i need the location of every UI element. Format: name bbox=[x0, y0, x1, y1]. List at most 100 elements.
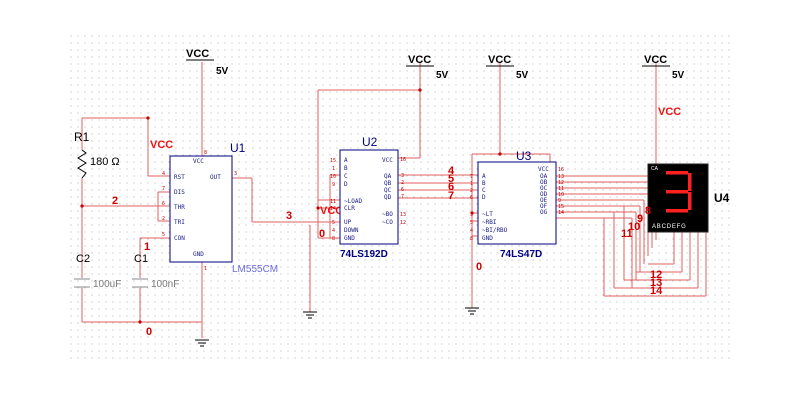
pin-label: QA bbox=[384, 173, 392, 180]
pin-number: 10 bbox=[558, 192, 564, 198]
capacitor-value: 100uF bbox=[93, 279, 121, 290]
pin-label: A bbox=[344, 157, 348, 164]
pin-label: B bbox=[482, 180, 486, 187]
ic-part-name: LM555CM bbox=[232, 264, 278, 275]
pin-label: GND bbox=[344, 235, 355, 242]
net-label-14: 14 bbox=[650, 285, 663, 297]
ic-u1-lm555[interactable]: U1 LM555CM VCC RST OUT DIS THR TRI CON G… bbox=[162, 141, 278, 275]
wires bbox=[81, 62, 707, 338]
pin-number: 4 bbox=[162, 171, 165, 177]
pin-number: 5 bbox=[332, 220, 335, 226]
pin-label: B bbox=[344, 165, 348, 172]
vcc-symbol-u2[interactable]: VCC 5V bbox=[406, 54, 449, 81]
pin-label: QB bbox=[384, 180, 392, 187]
ground-symbol[interactable] bbox=[195, 339, 209, 347]
capacitor-ref: C2 bbox=[76, 253, 90, 265]
pin-number: 1 bbox=[332, 166, 335, 172]
pin-label: QC bbox=[384, 187, 392, 194]
display-segment-pins: ABCDEFG bbox=[652, 224, 687, 230]
ground-symbol[interactable] bbox=[303, 311, 317, 319]
pin-label: VCC bbox=[193, 158, 204, 165]
vcc-tag-555: VCC bbox=[150, 139, 173, 151]
pin-label: C bbox=[482, 187, 486, 194]
vcc-label: VCC bbox=[186, 48, 209, 60]
pin-number: 4 bbox=[470, 228, 473, 234]
pin-label: RST bbox=[174, 174, 185, 181]
grid-background bbox=[66, 34, 734, 364]
pin-number: 2 bbox=[470, 188, 473, 194]
pin-number: 13 bbox=[558, 174, 564, 180]
pin-number: 3 bbox=[470, 212, 473, 218]
vcc-tag-u2: VCC bbox=[320, 205, 343, 217]
display-corner-label: CA bbox=[651, 166, 659, 172]
vcc-label: VCC bbox=[644, 54, 667, 66]
pin-label: QD bbox=[384, 194, 392, 201]
net-label-13: 13 bbox=[650, 277, 662, 289]
pin-label: ~BO bbox=[382, 211, 393, 218]
ic-u3-74ls47[interactable]: U3 74LS47D A B C D ~LT ~RBI ~BI/RBO GND … bbox=[470, 149, 564, 260]
pin-label: DIS bbox=[174, 189, 185, 196]
capacitor-c1[interactable]: C1 100nF bbox=[132, 253, 179, 290]
ic-u2-74ls192[interactable]: U2 74LS192D A B C D ~LOAD CLR UP DOWN GN… bbox=[330, 135, 406, 260]
pin-label: ~BI/RBO bbox=[482, 227, 508, 234]
ic-ref: U3 bbox=[516, 149, 532, 163]
display-digit bbox=[666, 171, 692, 213]
pin-label: OD bbox=[540, 191, 548, 198]
capacitor-c2[interactable]: C2 100uF bbox=[74, 253, 121, 290]
net-labels: 0 0 0 1 2 3 4 5 6 7 8 9 10 11 12 13 14 bbox=[112, 165, 663, 338]
pin-number: 11 bbox=[558, 186, 564, 192]
pin-label: OF bbox=[540, 203, 548, 210]
pin-number: 7 bbox=[470, 174, 473, 180]
resistor-value: 180 Ω bbox=[90, 156, 120, 168]
pin-label: CLR bbox=[344, 205, 355, 212]
pin-label: D bbox=[344, 181, 348, 188]
ic-part-name: 74LS47D bbox=[500, 249, 542, 260]
pin-number: 4 bbox=[332, 228, 335, 234]
pin-number: 8 bbox=[470, 236, 473, 242]
pin-label: OG bbox=[540, 209, 548, 216]
pin-label: GND bbox=[193, 251, 204, 258]
pin-number: 16 bbox=[400, 157, 406, 163]
net-label-0: 0 bbox=[476, 261, 482, 273]
pin-label: OUT bbox=[210, 174, 221, 181]
pin-number: 12 bbox=[400, 220, 406, 226]
pin-number: 1 bbox=[470, 181, 473, 187]
pin-number: 13 bbox=[400, 212, 406, 218]
pin-number: 16 bbox=[558, 167, 564, 173]
pin-number: 8 bbox=[332, 236, 335, 242]
ground-symbol[interactable] bbox=[465, 307, 479, 315]
pin-number: 11 bbox=[330, 199, 336, 205]
net-label-0: 0 bbox=[146, 326, 152, 338]
pin-number: 2 bbox=[401, 180, 404, 186]
vcc-symbol-u3[interactable]: VCC 5V bbox=[486, 54, 529, 81]
pin-label: OE bbox=[540, 197, 548, 204]
capacitor-value: 100nF bbox=[151, 279, 179, 290]
capacitor-ref: C1 bbox=[134, 253, 148, 265]
pin-label: ~LT bbox=[482, 211, 493, 218]
net-label-5: 5 bbox=[448, 173, 454, 185]
net-label-0: 0 bbox=[319, 228, 325, 240]
pin-label: VCC bbox=[382, 157, 393, 164]
net-label-11: 11 bbox=[621, 228, 633, 240]
voltage-label: 5V bbox=[436, 70, 449, 81]
pin-number: 6 bbox=[470, 195, 473, 201]
seven-segment-display-u4[interactable]: CA ABCDEFG U4 bbox=[647, 163, 730, 233]
pin-label: OA bbox=[540, 173, 548, 180]
pin-label: ~RBI bbox=[482, 219, 497, 226]
pin-number: 8 bbox=[204, 150, 207, 156]
pin-number: 6 bbox=[162, 201, 165, 207]
ic-part-name: 74LS192D bbox=[340, 249, 388, 260]
vcc-symbol-u4[interactable]: VCC 5V bbox=[642, 54, 685, 81]
pin-label: OB bbox=[540, 179, 548, 186]
pin-label: ~CO bbox=[382, 219, 393, 226]
resistor-r1[interactable]: R1 180 Ω bbox=[74, 130, 120, 179]
pin-number: 15 bbox=[558, 204, 564, 210]
junctions bbox=[80, 88, 502, 324]
ic-ref: U1 bbox=[230, 141, 246, 155]
vcc-symbol-555[interactable]: VCC 5V bbox=[186, 48, 229, 77]
pin-number: 2 bbox=[162, 216, 165, 222]
pin-number: 6 bbox=[401, 187, 404, 193]
net-label-1: 1 bbox=[144, 241, 150, 253]
pin-number: 10 bbox=[330, 174, 336, 180]
